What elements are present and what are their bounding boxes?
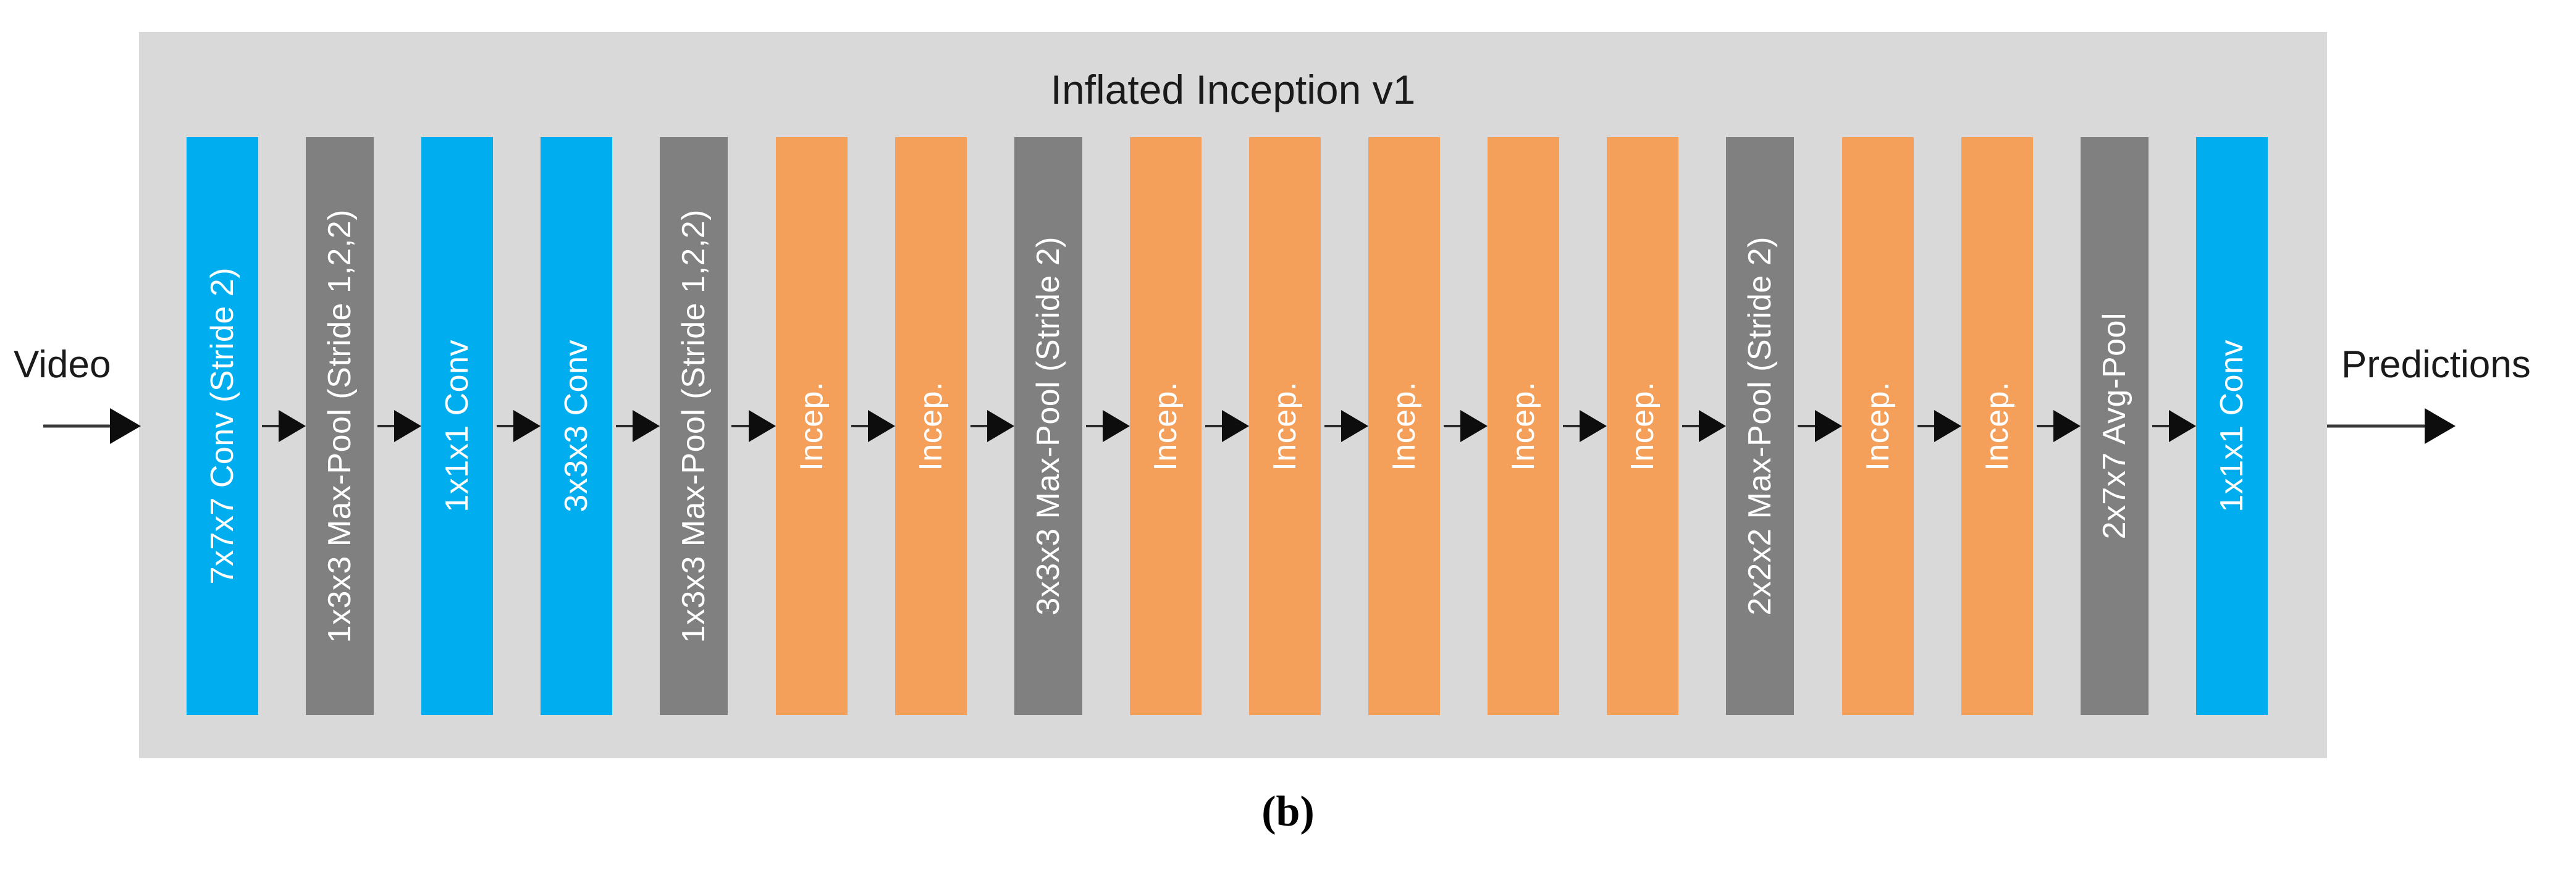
pipeline-block-1-conv[interactable]: 7x7x7 Conv (Stride 2)	[187, 137, 258, 715]
arrow-head	[2053, 410, 2081, 442]
arrow-line	[1324, 425, 1349, 427]
output-label-predictions: Predictions	[2341, 343, 2531, 386]
pipeline-block-label: 3x3x3 Conv	[558, 340, 595, 513]
arrow-head	[2425, 408, 2456, 444]
flow-arrow-icon	[1678, 137, 1727, 715]
pipeline-block-label: Incep.	[1386, 381, 1423, 471]
arrow-line	[377, 425, 402, 427]
arrow-head	[394, 410, 422, 442]
pipeline-block-label: 1x1x1 Conv	[439, 340, 476, 513]
pipeline-block-5-pool[interactable]: 1x3x3 Max-Pool (Stride 1,2,2)	[660, 137, 728, 715]
pipeline-block-label: Incep.	[1979, 381, 2015, 471]
pipeline-block-11-inception[interactable]: Incep.	[1368, 137, 1441, 715]
arrow-head	[1934, 410, 1961, 442]
arrow-line	[1798, 425, 1822, 427]
pipeline-block-label: 2x2x2 Max-Pool (Stride 2)	[1742, 236, 1778, 616]
flow-arrow-icon	[258, 137, 306, 715]
pipeline-block-label: 3x3x3 Max-Pool (Stride 2)	[1030, 236, 1066, 616]
pipeline-block-15-inception[interactable]: Incep.	[1842, 137, 1914, 715]
arrow-head	[513, 410, 541, 442]
arrow-line	[43, 424, 112, 428]
pipeline-block-label: Incep.	[1505, 381, 1542, 471]
pipeline-block-14-pool[interactable]: 2x2x2 Max-Pool (Stride 2)	[1726, 137, 1795, 715]
arrow-head	[633, 410, 660, 442]
flow-arrow-icon	[493, 137, 541, 715]
flow-arrow-icon	[728, 137, 776, 715]
pipeline-block-label: Incep.	[793, 381, 830, 471]
flow-arrow-icon	[848, 137, 895, 715]
pipeline-block-2-pool[interactable]: 1x3x3 Max-Pool (Stride 1,2,2)	[306, 137, 374, 715]
arrow-head	[1814, 410, 1842, 442]
flow-arrow-icon	[1082, 137, 1130, 715]
pipeline-blocks-row: 7x7x7 Conv (Stride 2) 1x3x3 Max-Pool (Str…	[187, 137, 2268, 715]
pipeline-block-label: Incep.	[1859, 381, 1896, 471]
arrow-head	[748, 410, 776, 442]
arrow-head	[1221, 410, 1249, 442]
pipeline-block-label: 1x3x3 Max-Pool (Stride 1,2,2)	[676, 209, 712, 643]
flow-arrow-icon	[612, 137, 660, 715]
pipeline-block-10-inception[interactable]: Incep.	[1248, 137, 1321, 715]
flow-arrow-icon	[1559, 137, 1607, 715]
arrow-line	[731, 425, 756, 427]
pipeline-block-9-inception[interactable]: Incep.	[1129, 137, 1202, 715]
pipeline-block-18-conv[interactable]: 1x1x1 Conv	[2195, 137, 2268, 715]
flow-arrow-icon	[1794, 137, 1842, 715]
arrow-line	[2036, 425, 2061, 427]
pipeline-block-label: Incep.	[1266, 381, 1303, 471]
flow-arrow-icon	[967, 137, 1014, 715]
arrow-line	[1563, 425, 1588, 427]
pipeline-block-label: 7x7x7 Conv (Stride 2)	[204, 267, 240, 585]
flow-arrow-icon	[1202, 137, 1249, 715]
arrow-line	[616, 425, 641, 427]
network-panel: Inflated Inception v1 7x7x7 Conv (Stride…	[139, 32, 2327, 758]
pipeline-block-label: 2x7x7 Avg-Pool	[2096, 312, 2132, 540]
pipeline-block-13-inception[interactable]: Incep.	[1607, 137, 1679, 715]
pipeline-block-16-inception[interactable]: Incep.	[1961, 137, 2033, 715]
pipeline-block-17-pool[interactable]: 2x7x7 Avg-Pool	[2080, 137, 2149, 715]
arrow-head	[1460, 410, 1488, 442]
pipeline-block-3-conv[interactable]: 1x1x1 Conv	[421, 137, 494, 715]
pipeline-block-6-inception[interactable]: Incep.	[775, 137, 848, 715]
arrow-head	[110, 408, 141, 444]
arrow-head	[279, 410, 306, 442]
pipeline-block-label: Incep.	[912, 381, 949, 471]
arrow-line	[1085, 425, 1110, 427]
output-arrow-icon	[2327, 408, 2457, 445]
arrow-line	[1444, 425, 1468, 427]
flow-arrow-icon	[374, 137, 422, 715]
flow-arrow-icon	[1440, 137, 1488, 715]
arrow-line	[970, 425, 995, 427]
arrow-line	[497, 425, 521, 427]
flow-arrow-icon	[1321, 137, 1369, 715]
pipeline-block-12-inception[interactable]: Incep.	[1488, 137, 1560, 715]
arrow-head	[1580, 410, 1607, 442]
arrow-line	[1682, 425, 1707, 427]
arrow-head	[987, 410, 1014, 442]
input-arrow-icon	[43, 408, 142, 445]
arrow-line	[2327, 424, 2427, 428]
pipeline-block-label: Incep.	[1147, 381, 1184, 471]
pipeline-block-label: Incep.	[1625, 381, 1661, 471]
arrow-head	[1341, 410, 1369, 442]
pipeline-block-label: 1x3x3 Max-Pool (Stride 1,2,2)	[322, 209, 358, 643]
input-label-video: Video	[14, 343, 111, 386]
figure-caption: (b)	[1261, 788, 1315, 835]
page-title: Inflated Inception v1	[1050, 67, 1416, 112]
arrow-line	[851, 425, 875, 427]
pipeline-block-8-pool[interactable]: 3x3x3 Max-Pool (Stride 2)	[1014, 137, 1082, 715]
arrow-line	[1917, 425, 1942, 427]
arrow-line	[262, 425, 287, 427]
flow-arrow-icon	[1914, 137, 1961, 715]
flow-arrow-icon	[2033, 137, 2081, 715]
pipeline-block-4-conv[interactable]: 3x3x3 Conv	[541, 137, 613, 715]
arrow-line	[2152, 425, 2176, 427]
pipeline-block-7-inception[interactable]: Incep.	[894, 137, 967, 715]
flow-arrow-icon	[2149, 137, 2196, 715]
arrow-head	[867, 410, 895, 442]
arrow-head	[1102, 410, 1130, 442]
pipeline-block-label: 1x1x1 Conv	[2213, 340, 2250, 513]
arrow-head	[2168, 410, 2196, 442]
arrow-line	[1205, 425, 1229, 427]
arrow-head	[1699, 410, 1727, 442]
